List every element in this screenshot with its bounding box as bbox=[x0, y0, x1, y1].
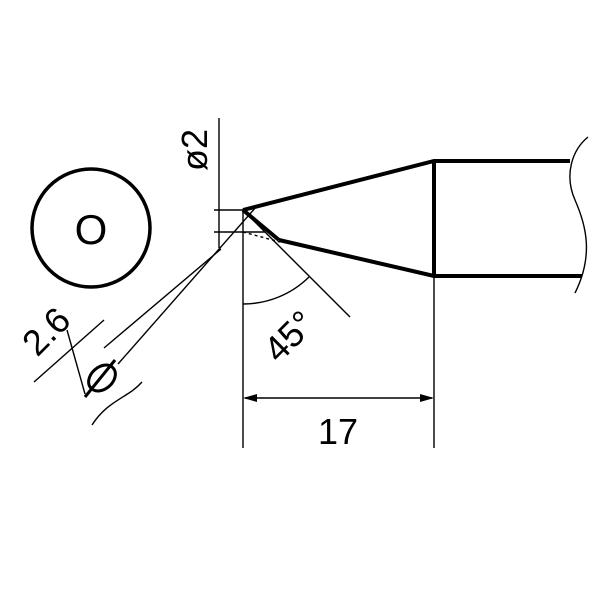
hidden-edge bbox=[242, 231, 281, 243]
callout-tick bbox=[66, 329, 86, 395]
tip-body bbox=[241, 136, 589, 294]
tip-outline-top bbox=[242, 159, 570, 212]
callout-break-arc bbox=[91, 381, 143, 426]
tip-outline-bottom bbox=[278, 238, 582, 278]
angle-arc bbox=[242, 276, 310, 305]
end-view: O bbox=[30, 167, 152, 289]
callout-slash bbox=[83, 359, 117, 398]
tip-code-label: O bbox=[75, 206, 108, 253]
arrow-left bbox=[243, 394, 257, 402]
flat-diameter-label: ø2 bbox=[174, 129, 215, 171]
leader-line bbox=[117, 206, 257, 365]
length-label: 17 bbox=[318, 411, 358, 452]
arrow-right bbox=[420, 394, 434, 402]
break-line bbox=[569, 136, 589, 294]
angle-leg-45 bbox=[242, 209, 351, 318]
callout-bracket bbox=[33, 319, 105, 383]
leader-line-2 bbox=[103, 248, 222, 349]
end-view-circle bbox=[30, 167, 152, 289]
outer-diameter-label: 2.6 bbox=[14, 299, 78, 363]
angle-label: 45° bbox=[255, 302, 322, 369]
flat-diameter-dimension: ø2 bbox=[174, 118, 265, 248]
length-dimension: 17 bbox=[243, 276, 435, 452]
